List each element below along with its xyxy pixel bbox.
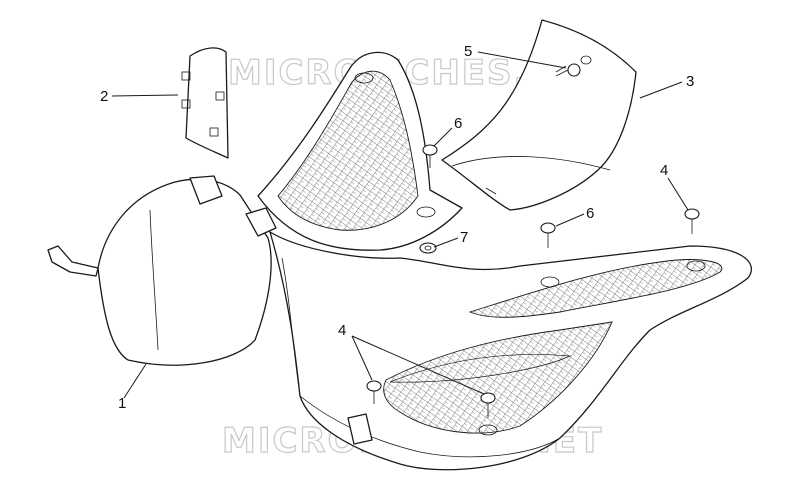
part-3-rear-panel	[441, 19, 637, 211]
callout-1: 1	[118, 395, 126, 412]
part-tunnel-mat	[257, 51, 463, 251]
callout-3: 3	[686, 73, 694, 90]
screw-4-left	[366, 380, 382, 404]
part-main-floorboard	[269, 231, 753, 471]
screw-4-right	[684, 208, 700, 234]
callout-6-lower: 6	[586, 205, 594, 222]
part-1-front-shield	[47, 175, 277, 366]
part-2-cover-plate	[181, 47, 229, 159]
screw-6-upper	[422, 144, 438, 168]
screw-5	[555, 63, 581, 77]
callout-5: 5	[464, 43, 472, 60]
leader-lines	[111, 51, 689, 399]
callout-2: 2	[100, 88, 108, 105]
callout-4-right: 4	[660, 162, 668, 179]
screw-6-lower	[540, 222, 556, 248]
callout-7: 7	[460, 229, 468, 246]
callout-6-upper: 6	[454, 115, 462, 132]
screw-4-middle	[480, 392, 496, 418]
washer-7	[419, 242, 437, 254]
callout-4-left: 4	[338, 322, 346, 339]
